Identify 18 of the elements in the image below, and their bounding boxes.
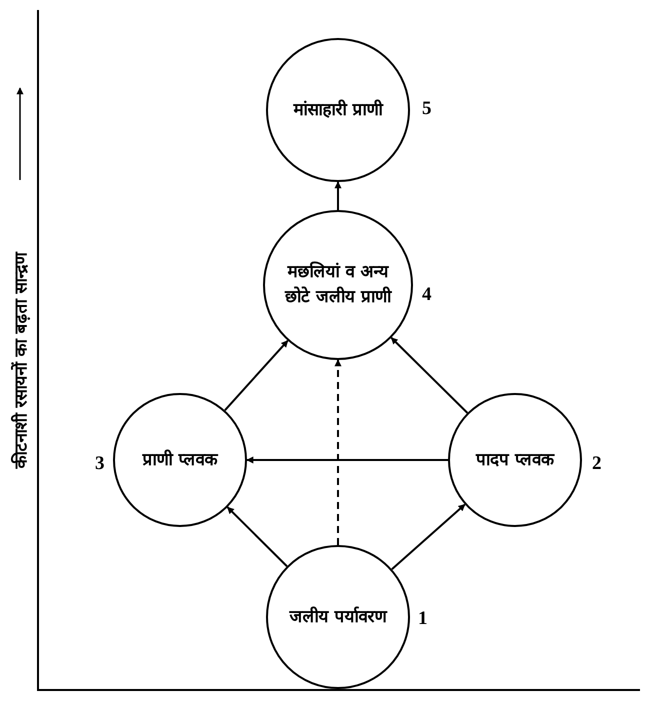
arrow bbox=[390, 337, 468, 414]
node-label: पादप प्लवक bbox=[474, 448, 556, 472]
node-label: मांसाहारी प्राणी bbox=[292, 98, 384, 122]
arrow bbox=[334, 181, 342, 210]
node-label: प्राणी प्लवक bbox=[141, 448, 220, 472]
node-number: 1 bbox=[418, 608, 428, 630]
axis-label: कीटनाशी रसायनों का बढ़ता सान्द्रण bbox=[10, 252, 32, 468]
node-number: 4 bbox=[422, 284, 432, 306]
arrow bbox=[334, 359, 342, 545]
node-label: जलीय पर्यावरण bbox=[288, 606, 388, 629]
arrow bbox=[226, 506, 288, 567]
node-number: 2 bbox=[592, 453, 602, 475]
node-number: 5 bbox=[422, 98, 432, 120]
node-label: मछलियां व अन्य छोटे जलीय प्राणी bbox=[284, 260, 393, 309]
arrow bbox=[391, 504, 466, 570]
arrow bbox=[246, 456, 448, 464]
node-number: 3 bbox=[95, 453, 104, 475]
arrow bbox=[224, 340, 288, 411]
